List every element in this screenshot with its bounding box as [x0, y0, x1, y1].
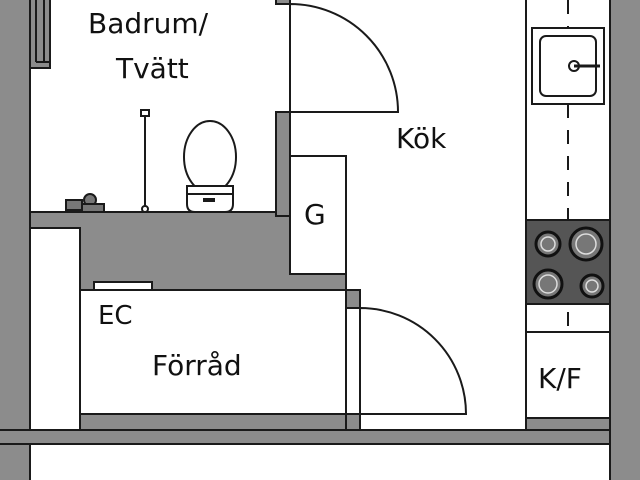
bathroom-label-line2: Tvätt — [115, 52, 189, 85]
burner-bottom-left — [532, 268, 564, 300]
bottom-outer-wall — [0, 429, 640, 445]
storage-label: Förråd — [152, 349, 242, 382]
g-closet — [289, 155, 347, 275]
kf-label: K/F — [538, 362, 582, 395]
doors — [289, 2, 468, 415]
burner-top-right — [568, 226, 604, 262]
storage-floor — [79, 289, 347, 415]
g-label: G — [304, 198, 326, 231]
bathroom-right-wall — [275, 111, 291, 217]
toilet-bowl — [183, 120, 237, 194]
fridge-freezer — [525, 331, 611, 419]
ec-cabinet — [93, 281, 153, 291]
stove-burners — [532, 226, 605, 300]
storage-door-jamb — [345, 413, 361, 431]
floors — [29, 155, 611, 480]
left-closet — [29, 227, 81, 431]
toilet-flush — [203, 198, 215, 202]
shower-head — [140, 109, 150, 117]
ec-label: EC — [98, 301, 133, 331]
right-outer-wall — [609, 0, 640, 480]
bathroom-window — [35, 0, 50, 63]
bathroom-door-jamb — [275, 0, 291, 5]
bathroom-fixtures — [65, 109, 237, 213]
burner-bottom-right — [579, 273, 605, 299]
kitchen-right-wall-lower — [525, 417, 611, 431]
bottom-room — [29, 443, 611, 480]
bathroom-top-wall — [29, 0, 51, 69]
bathroom-door-swing — [289, 2, 400, 113]
left-outer-wall — [0, 0, 31, 480]
storage-door-swing — [359, 306, 468, 415]
kitchen-label: Kök — [396, 122, 447, 155]
bathroom-label-line1: Badrum/ — [88, 7, 209, 40]
kitchen-counter — [525, 0, 611, 419]
burner-top-left — [534, 230, 562, 258]
shower-rail-end — [141, 205, 149, 213]
storage-bottom-wall — [79, 413, 361, 431]
water-tap-icon — [65, 193, 105, 213]
